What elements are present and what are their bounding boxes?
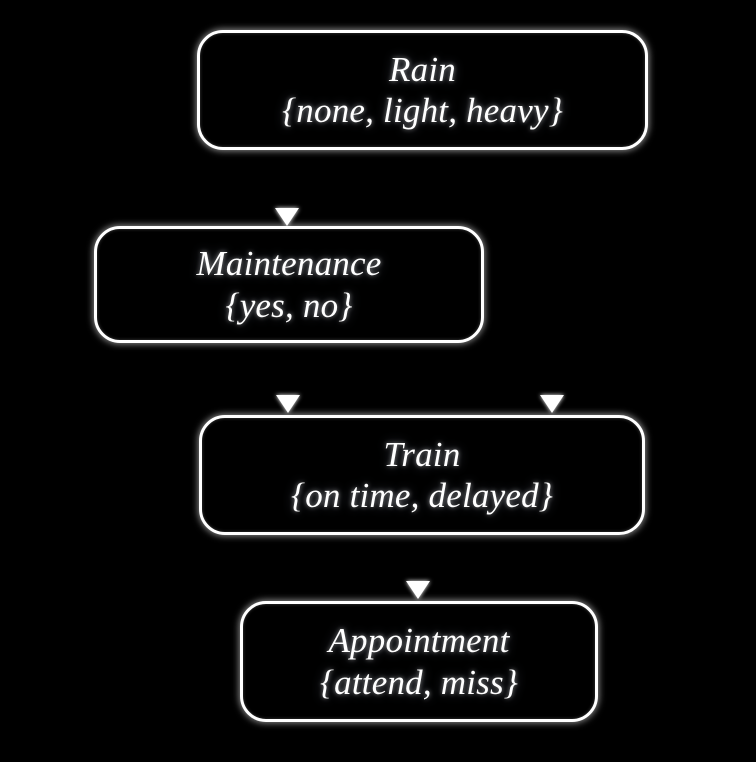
node-maintenance-label: Maintenance	[196, 244, 382, 284]
node-appointment[interactable]: Appointment {attend, miss}	[240, 601, 598, 722]
arrowhead-icon	[540, 395, 564, 413]
edge-maintenance-to-train	[276, 345, 300, 413]
node-appointment-states: {attend, miss}	[319, 662, 519, 702]
node-train-label: Train	[383, 434, 461, 474]
edge-rain-to-train	[540, 152, 564, 413]
arrowhead-icon	[275, 208, 299, 226]
node-train[interactable]: Train {on time, delayed}	[199, 415, 645, 535]
arrowhead-icon	[276, 395, 300, 413]
node-rain[interactable]: Rain {none, light, heavy}	[197, 30, 648, 150]
node-train-states: {on time, delayed}	[291, 476, 553, 515]
node-rain-label: Rain	[389, 49, 456, 89]
node-maintenance[interactable]: Maintenance {yes, no}	[94, 226, 484, 343]
edge-train-to-appointment	[406, 537, 430, 599]
arrowhead-icon	[406, 581, 430, 599]
node-rain-states: {none, light, heavy}	[282, 91, 563, 130]
node-maintenance-states: {yes, no}	[225, 285, 353, 325]
node-appointment-label: Appointment	[328, 621, 510, 661]
edge-rain-to-maintenance	[275, 152, 299, 226]
